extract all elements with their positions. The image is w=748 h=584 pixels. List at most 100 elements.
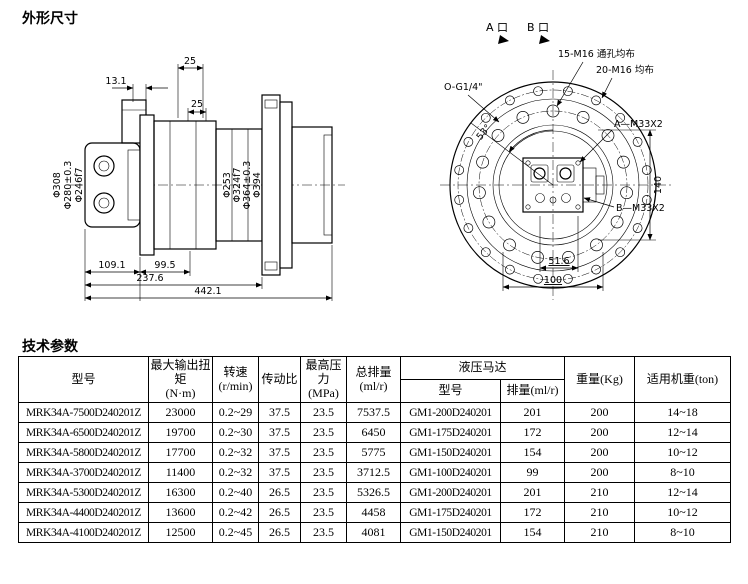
cell-pressure: 23.5 bbox=[300, 502, 347, 524]
cell-model: MRK34A-4400D240201Z bbox=[18, 502, 149, 524]
bolt-hole bbox=[546, 104, 560, 118]
aux-hole-3 bbox=[549, 196, 557, 204]
bolt-hole bbox=[620, 186, 633, 200]
bolt-hole bbox=[463, 223, 474, 233]
header-model: 型号 bbox=[18, 355, 149, 404]
cell-pressure: 23.5 bbox=[300, 462, 347, 484]
b-m33-label: B—M33X2 bbox=[616, 203, 665, 214]
dim-label-100: 100 bbox=[544, 275, 562, 286]
bolt-hole bbox=[473, 186, 486, 200]
cell-pressure: 23.5 bbox=[300, 522, 347, 544]
cell-motor_disp: 172 bbox=[499, 502, 566, 524]
port-a-hole bbox=[533, 167, 546, 180]
cell-motor_disp: 172 bbox=[499, 422, 566, 444]
angle-arc bbox=[508, 129, 554, 153]
cell-model: MRK34A-5800D240201Z bbox=[18, 442, 149, 464]
port-b-hole bbox=[559, 167, 572, 180]
dia-label-280: Φ280±0.3 bbox=[63, 161, 74, 210]
dia-label-324: Φ324f7 bbox=[232, 168, 243, 203]
cell-torque: 13600 bbox=[148, 502, 213, 524]
port-b-flow-label: B 口 bbox=[527, 21, 549, 34]
cell-torque: 12500 bbox=[148, 522, 213, 544]
bolt-hole bbox=[617, 155, 630, 169]
bolt-hole bbox=[590, 238, 603, 252]
bolt-hole bbox=[601, 129, 615, 142]
spec-table-head: 型号 最大输出扭矩 (N·m) 转速 (r/min) 传动比 最高压力 (MPa… bbox=[18, 355, 732, 404]
bolt-hole bbox=[632, 137, 643, 147]
bolt-hole bbox=[505, 264, 515, 275]
header-torque: 最大输出扭矩 (N·m) bbox=[148, 355, 213, 404]
cell-motor_model: GM1-200D240201 bbox=[400, 482, 501, 504]
bolt-hole bbox=[563, 273, 573, 284]
cell-speed: 0.2~45 bbox=[212, 522, 259, 544]
dim-label-13-1: 13.1 bbox=[105, 76, 126, 87]
cell-model: MRK34A-7500D240201Z bbox=[18, 402, 149, 424]
bolt-hole bbox=[562, 251, 575, 264]
cell-pressure: 23.5 bbox=[300, 402, 347, 424]
cell-motor_disp: 99 bbox=[499, 462, 566, 484]
spec-table: 型号 最大输出扭矩 (N·m) 转速 (r/min) 传动比 最高压力 (MPa… bbox=[18, 355, 732, 544]
header-speed: 转速 (r/min) bbox=[212, 355, 259, 404]
bolts-15-label: 15-M16 通孔均布 bbox=[558, 48, 635, 60]
dia-label-253: Φ253 bbox=[222, 172, 233, 198]
bolt-hole bbox=[503, 238, 516, 252]
cell-motor_model: GM1-175D240201 bbox=[400, 422, 501, 444]
cell-torque: 17700 bbox=[148, 442, 213, 464]
cell-weight: 210 bbox=[564, 522, 636, 544]
b-m33-leader bbox=[583, 197, 615, 208]
motor-body bbox=[84, 142, 141, 228]
cell-motor_disp: 201 bbox=[499, 402, 566, 424]
cell-pressure: 23.5 bbox=[300, 442, 347, 464]
header-displacement: 总排量 (ml/r) bbox=[346, 355, 401, 404]
dim-label-51-6: 51.6 bbox=[548, 256, 569, 267]
bolt-hole bbox=[482, 215, 496, 229]
bolt-hole bbox=[454, 165, 465, 175]
section-title-specs: 技术参数 bbox=[22, 338, 78, 354]
header-weight: 重量(Kg) bbox=[564, 355, 636, 404]
side-view-drawing: 13.1 25 25 Φ308 Φ280±0.3 Φ246f7 Φ253 Φ32… bbox=[52, 56, 345, 301]
motor-port-lower bbox=[93, 192, 115, 214]
cell-ratio: 26.5 bbox=[258, 482, 301, 504]
port-a-arrow-icon bbox=[498, 35, 509, 44]
cell-motor_disp: 154 bbox=[499, 522, 566, 544]
cell-weight: 200 bbox=[564, 422, 636, 444]
dia-label-394: Φ394 bbox=[252, 172, 263, 198]
cell-torque: 23000 bbox=[148, 402, 213, 424]
cell-torque: 19700 bbox=[148, 422, 213, 444]
cell-ratio: 37.5 bbox=[258, 462, 301, 484]
dia-label-364: Φ364±0.3 bbox=[242, 161, 253, 210]
cell-speed: 0.2~30 bbox=[212, 422, 259, 444]
cell-motor_disp: 154 bbox=[499, 442, 566, 464]
bolt-holes-15 bbox=[473, 104, 633, 264]
cell-displacement: 5775 bbox=[346, 442, 401, 464]
dim-label-109-1: 109.1 bbox=[98, 260, 125, 271]
cell-motor_model: GM1-200D240201 bbox=[400, 402, 501, 424]
cell-speed: 0.2~40 bbox=[212, 482, 259, 504]
cell-weight: 210 bbox=[564, 482, 636, 504]
cell-pressure: 23.5 bbox=[300, 482, 347, 504]
cell-torque: 16300 bbox=[148, 482, 213, 504]
flange-bolt-top bbox=[264, 99, 278, 109]
g-port-leader bbox=[467, 94, 500, 123]
section-title-dimensions: 外形尺寸 bbox=[22, 10, 78, 26]
bolt-hole bbox=[516, 111, 530, 124]
aux-hole-1 bbox=[535, 193, 545, 203]
header-motor-model: 型号 bbox=[400, 379, 501, 404]
cell-weight: 210 bbox=[564, 502, 636, 524]
bolt-hole bbox=[533, 86, 543, 97]
flange-bolt-bottom bbox=[264, 261, 278, 271]
cell-speed: 0.2~29 bbox=[212, 402, 259, 424]
bolt-hole bbox=[576, 111, 590, 124]
block-bolt-3 bbox=[525, 204, 531, 210]
main-flange bbox=[261, 94, 281, 276]
g-port-label: O-G1/4" bbox=[444, 82, 483, 93]
bolt-hole bbox=[615, 112, 626, 123]
inner-bolt-circle bbox=[478, 110, 628, 260]
header-row-1: 型号 最大输出扭矩 (N·m) 转速 (r/min) 传动比 最高压力 (MPa… bbox=[18, 355, 732, 404]
header-row-2: 型号 排量(ml/r) bbox=[19, 379, 731, 404]
cover-circle bbox=[492, 124, 614, 246]
